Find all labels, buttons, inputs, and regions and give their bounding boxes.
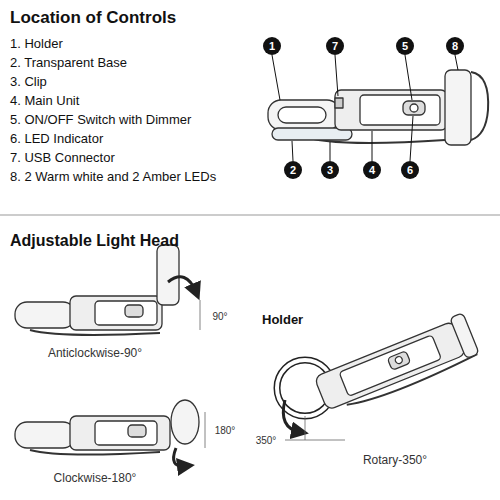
control-list-item: 5. ON/OFF Switch with Dimmer (10, 112, 191, 127)
callout-number: 6 (401, 161, 419, 179)
callout-number-holder: 4 (363, 161, 381, 179)
section-title-holder: Location of Controls (10, 8, 176, 28)
callout-number: 4 (363, 161, 381, 179)
angle-label: 90° (212, 311, 227, 322)
callout-number: 3 (321, 161, 339, 179)
control-list-item: 4. Main Unit (10, 93, 79, 108)
rotation-caption-holder: Rotary-350° (363, 453, 427, 467)
callout-number-holder: 7 (326, 37, 344, 55)
callout-number: 7 (326, 37, 344, 55)
callout-number-holder: 5 (396, 37, 414, 55)
part-label-holder: Holder (262, 312, 303, 327)
callout-number-holder: 6 (401, 161, 419, 179)
control-list-item: 7. USB Connector (10, 150, 115, 165)
rotation-caption-holder: Clockwise-180° (54, 471, 137, 485)
callout-number: 2 (284, 161, 302, 179)
angle-label: 350° (256, 435, 277, 446)
angle-label: 180° (215, 425, 236, 436)
angle-label-holder: 90° (212, 311, 227, 322)
control-list-item-holder: 8. 2 Warm white and 2 Amber LEDs (10, 169, 216, 184)
rotation-caption: Anticlockwise-90° (48, 346, 142, 360)
control-list-item: 8. 2 Warm white and 2 Amber LEDs (10, 169, 216, 184)
section-heading: Adjustable Light Head (10, 232, 179, 250)
control-list-item-holder: 3. Clip (10, 74, 47, 89)
angle-label-holder: 180° (215, 425, 236, 436)
part-label: Holder (262, 312, 303, 327)
control-list-item-holder: 1. Holder (10, 36, 63, 51)
callout-number: 8 (446, 37, 464, 55)
callout-number-holder: 3 (321, 161, 339, 179)
callout-number-holder: 2 (284, 161, 302, 179)
control-list-item: 2. Transparent Base (10, 55, 127, 70)
control-list-item-holder: 5. ON/OFF Switch with Dimmer (10, 112, 191, 127)
section-title: Location of Controls (10, 8, 176, 28)
angle-label-holder: 350° (256, 435, 277, 446)
control-list-item-holder: 6. LED Indicator (10, 131, 103, 146)
callout-number: 1 (263, 37, 281, 55)
control-list-item: 1. Holder (10, 36, 63, 51)
control-list-item: 3. Clip (10, 74, 47, 89)
callout-number: 5 (396, 37, 414, 55)
rotation-caption: Clockwise-180° (54, 471, 137, 485)
control-list-item-holder: 2. Transparent Base (10, 55, 127, 70)
rotation-caption-holder: Anticlockwise-90° (48, 346, 142, 360)
rotation-caption: Rotary-350° (363, 453, 427, 467)
control-list-item: 6. LED Indicator (10, 131, 103, 146)
control-list-item-holder: 4. Main Unit (10, 93, 79, 108)
section-heading-holder: Adjustable Light Head (10, 232, 179, 250)
control-list-item-holder: 7. USB Connector (10, 150, 115, 165)
callout-number-holder: 8 (446, 37, 464, 55)
callout-number-holder: 1 (263, 37, 281, 55)
